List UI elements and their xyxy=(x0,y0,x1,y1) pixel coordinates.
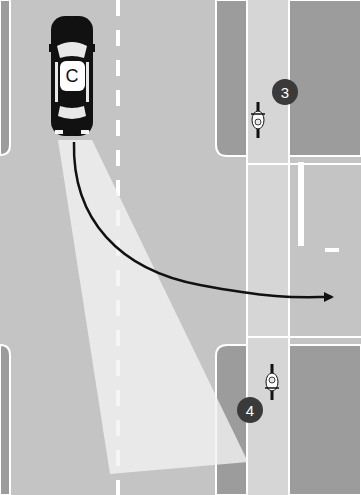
callout-circle: 3 xyxy=(272,79,298,105)
callout-number: 3 xyxy=(281,85,289,100)
callout-number: 4 xyxy=(246,403,254,418)
car: C xyxy=(49,14,95,138)
car-label: C xyxy=(60,61,85,91)
callout-circle: 4 xyxy=(237,397,263,423)
